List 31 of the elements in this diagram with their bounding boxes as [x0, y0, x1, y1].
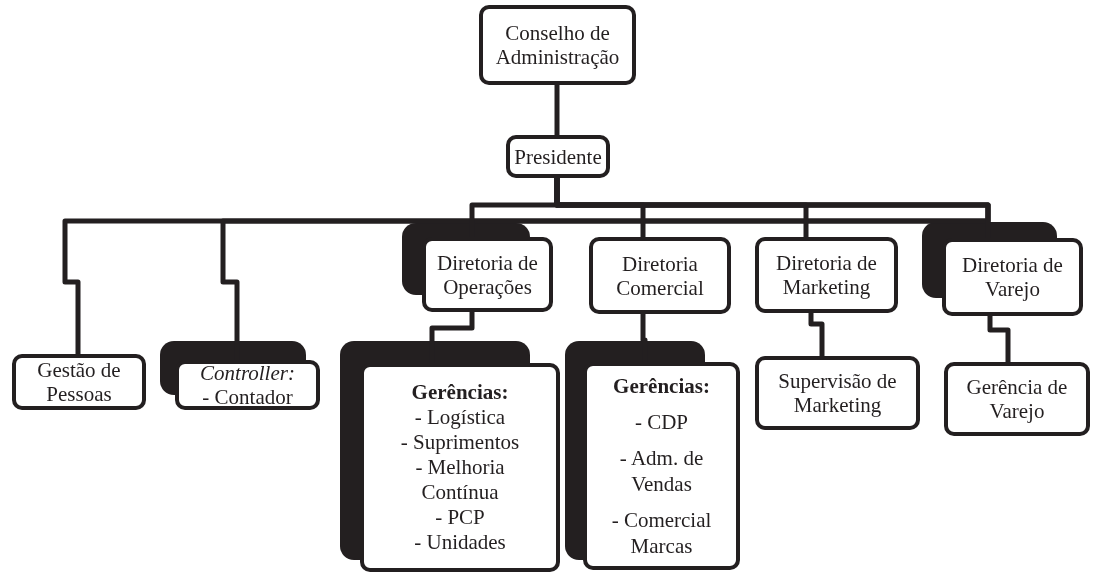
box-label: - Contador: [202, 385, 293, 409]
connector-line: [554, 85, 560, 135]
box-heading: Controller:: [200, 361, 295, 385]
org-box: [479, 5, 636, 85]
box-label: Gestão de Pessoas: [36, 358, 122, 406]
box-label: - Suprimentos: [400, 430, 520, 455]
box-label: - PCP: [435, 505, 485, 530]
box-label: - CDP: [634, 409, 689, 435]
connector-line: [987, 316, 1011, 362]
box-label: Conselho de Administração: [494, 21, 621, 69]
box-label: - Logística: [414, 405, 506, 430]
box-label: Supervisão de Marketing: [777, 369, 898, 417]
box-label: Diretoria de Varejo: [961, 253, 1064, 301]
org-box: [589, 237, 731, 314]
box-label: - Comercial Marcas: [610, 507, 713, 559]
org-box: [755, 356, 920, 430]
org-box: [12, 354, 146, 410]
org-box: [755, 237, 898, 313]
box-label: - Unidades: [414, 530, 506, 555]
box-label: Presidente: [514, 144, 602, 169]
box-label: - Adm. de Vendas: [618, 445, 705, 497]
box-label: Diretoria Comercial: [615, 251, 705, 300]
box-label: Diretoria de Marketing: [775, 251, 878, 299]
org-box: [944, 362, 1090, 436]
connector-line: [808, 313, 825, 356]
org-box: [506, 135, 610, 178]
box-label: Diretoria de Operações: [436, 250, 539, 299]
box-label: - Melhoria Contínua: [414, 455, 506, 505]
box-heading: Gerências:: [411, 380, 509, 405]
box-label: Gerência de Varejo: [965, 375, 1069, 423]
box-heading: Gerências:: [613, 373, 710, 399]
